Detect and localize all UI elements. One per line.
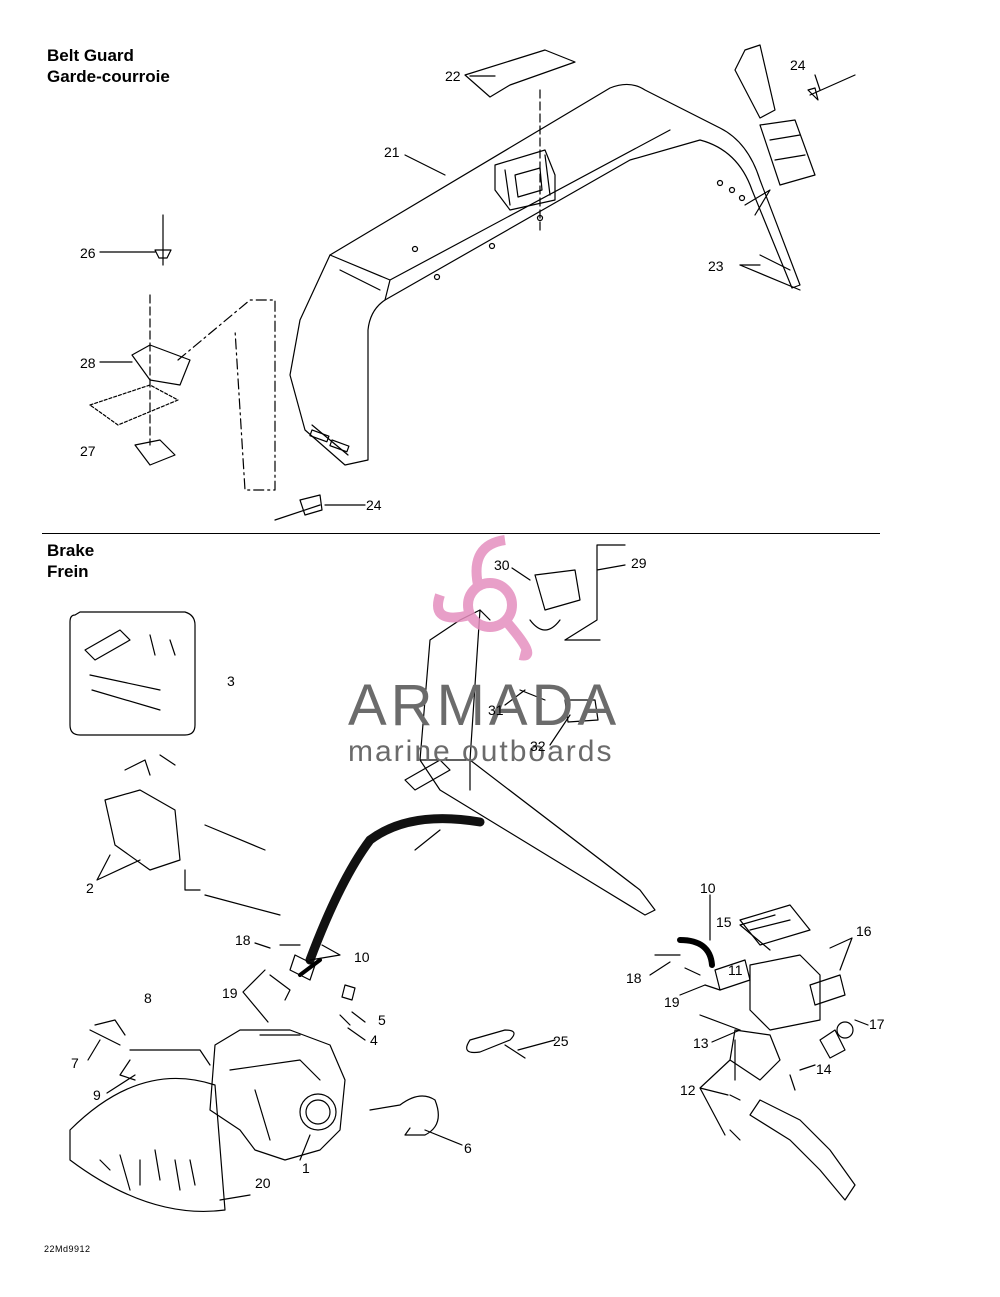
watermark-logo bbox=[433, 535, 533, 661]
callout-7: 7 bbox=[71, 1055, 79, 1071]
callout-25: 25 bbox=[553, 1033, 569, 1049]
kit-box bbox=[69, 611, 196, 736]
callout-11: 11 bbox=[728, 962, 743, 978]
callout-20: 20 bbox=[255, 1175, 271, 1191]
belt-guard-clip bbox=[464, 49, 576, 231]
callout-23: 23 bbox=[708, 258, 724, 274]
diagram-code: 22Md9912 bbox=[44, 1244, 91, 1254]
callout-15: 15 bbox=[716, 914, 732, 930]
callout-22: 22 bbox=[445, 68, 461, 84]
callout-5: 5 bbox=[378, 1012, 386, 1028]
callout-32: 32 bbox=[530, 738, 546, 754]
section-divider bbox=[42, 533, 880, 534]
callout-26: 26 bbox=[80, 245, 96, 261]
callout-28: 28 bbox=[80, 355, 96, 371]
belt-guard-bracket bbox=[734, 44, 856, 186]
callout-19-right: 19 bbox=[664, 994, 680, 1010]
callout-3: 3 bbox=[227, 673, 235, 689]
belt-guard-title-en: Belt Guard bbox=[47, 46, 134, 65]
callout-14: 14 bbox=[816, 1061, 832, 1077]
callout-30: 30 bbox=[494, 557, 510, 573]
callout-1: 1 bbox=[302, 1160, 310, 1176]
brake-caliper bbox=[209, 1029, 346, 1161]
brake-disc bbox=[69, 1077, 226, 1213]
callout-24-bottom: 24 bbox=[366, 497, 382, 513]
callout-27: 27 bbox=[80, 443, 96, 459]
belt-guard-title-fr: Garde-courroie bbox=[47, 67, 170, 86]
callout-18-right: 18 bbox=[626, 970, 642, 986]
callout-10-left: 10 bbox=[354, 949, 370, 965]
callout-24-top: 24 bbox=[790, 57, 806, 73]
brake-title-fr: Frein bbox=[47, 562, 89, 581]
handlebar-tube bbox=[404, 609, 656, 916]
guard-support bbox=[89, 294, 323, 521]
callout-9: 9 bbox=[93, 1087, 101, 1103]
callout-8: 8 bbox=[144, 990, 152, 1006]
callout-13: 13 bbox=[693, 1035, 709, 1051]
brake-title: Brake Frein bbox=[47, 540, 94, 582]
master-cylinder bbox=[714, 904, 856, 1201]
callout-31: 31 bbox=[488, 702, 504, 718]
callout-4: 4 bbox=[370, 1032, 378, 1048]
callout-10-right: 10 bbox=[700, 880, 716, 896]
callout-6: 6 bbox=[464, 1140, 472, 1156]
brake-hose bbox=[305, 814, 485, 965]
rivet-26 bbox=[154, 214, 172, 266]
callout-16: 16 bbox=[856, 923, 872, 939]
belt-guard-part bbox=[289, 83, 801, 466]
callout-17: 17 bbox=[869, 1016, 885, 1032]
callout-18-left: 18 bbox=[235, 932, 251, 948]
brake-title-en: Brake bbox=[47, 541, 95, 560]
callout-21: 21 bbox=[384, 144, 400, 160]
callout-2: 2 bbox=[86, 880, 94, 896]
watermark-tagline: marine outboards bbox=[348, 735, 614, 768]
callout-29: 29 bbox=[631, 555, 647, 571]
callout-19-left: 19 bbox=[222, 985, 238, 1001]
callout-12: 12 bbox=[680, 1082, 696, 1098]
belt-guard-title: Belt Guard Garde-courroie bbox=[47, 45, 170, 87]
watermark-brand: ARMADA bbox=[348, 673, 621, 738]
